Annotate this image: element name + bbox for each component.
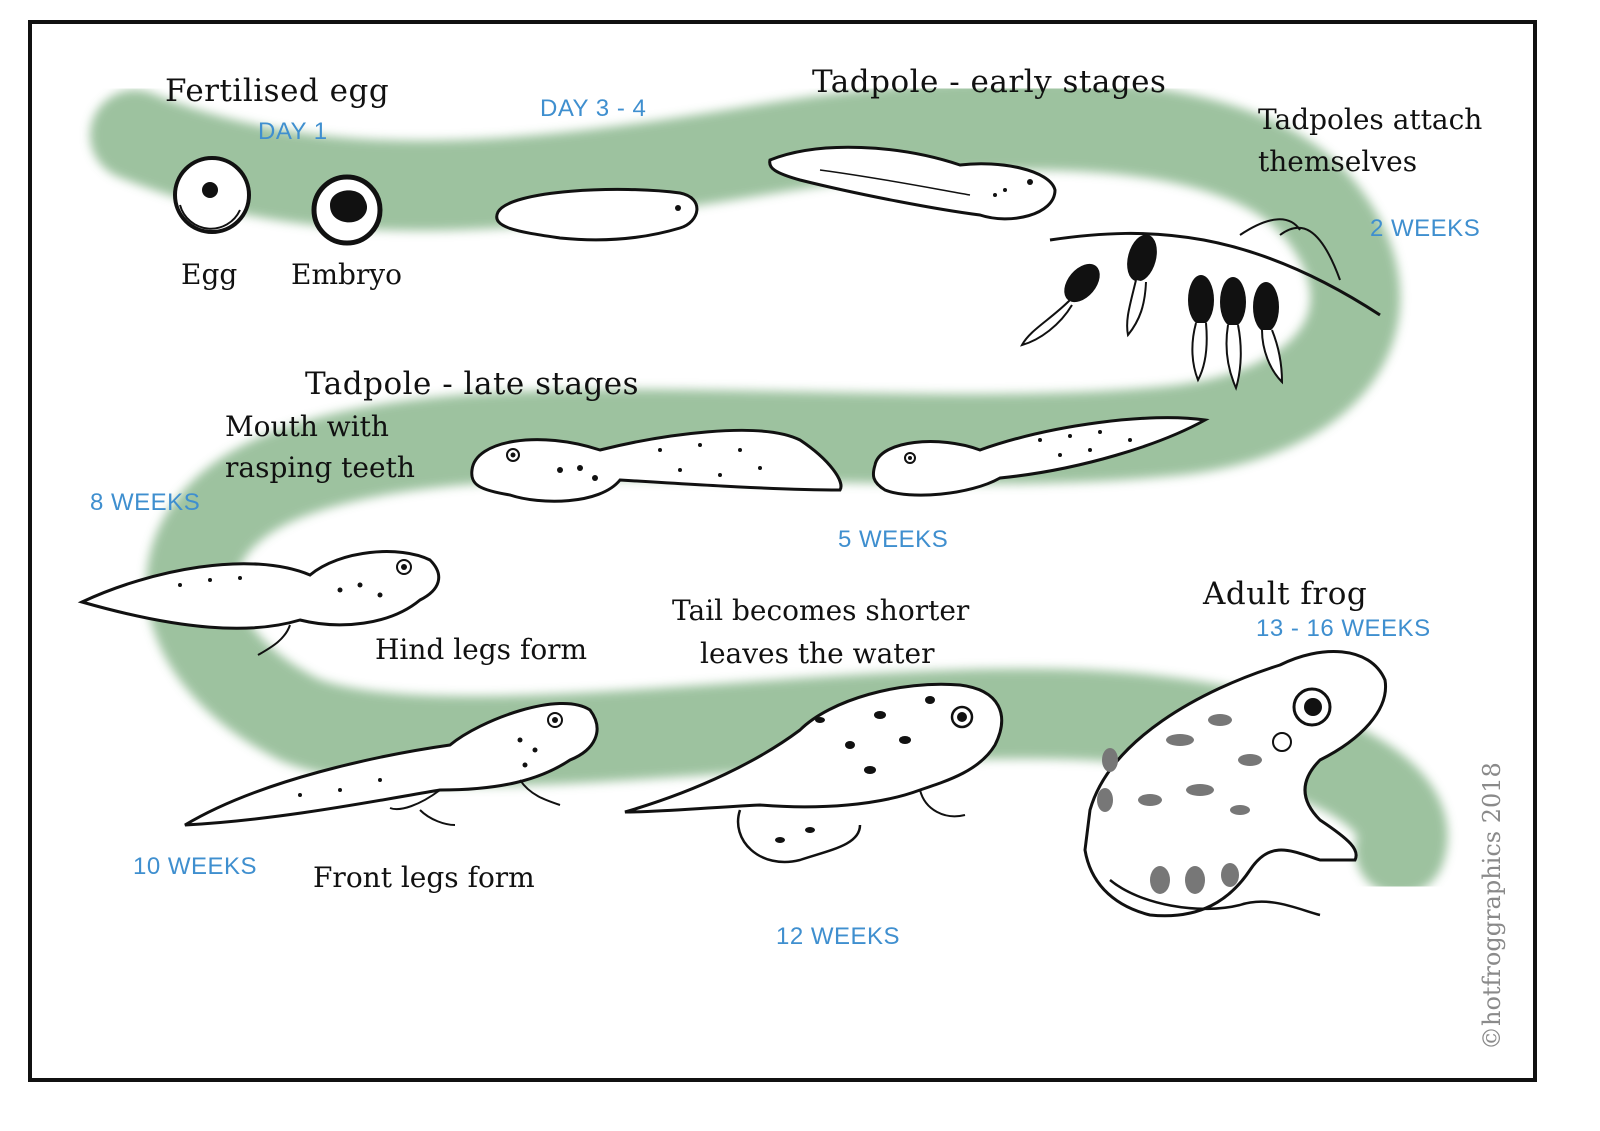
tadpoles-attach-line-2: themselves — [1258, 145, 1418, 178]
ten-weeks-label: 10 WEEKS — [133, 853, 258, 880]
embryo-label: Embryo — [291, 258, 402, 291]
front-legs-label: Front legs form — [313, 861, 535, 894]
five-weeks-label: 5 WEEKS — [838, 526, 949, 553]
day-3-4-label: DAY 3 - 4 — [540, 95, 647, 122]
mouth-line-2: rasping teeth — [225, 451, 415, 484]
twelve-weeks-label: 12 WEEKS — [776, 923, 901, 950]
eight-weeks-label: 8 WEEKS — [90, 489, 201, 516]
attached-tadpoles-illustration — [1020, 218, 1381, 391]
tadpole-early-title: Tadpole - early stages — [812, 64, 1167, 100]
two-weeks-label: 2 WEEKS — [1370, 215, 1481, 242]
tadpoles-attach-line-1: Tadpoles attach — [1258, 103, 1483, 136]
tail-shorter-line-1: Tail becomes shorter — [672, 594, 970, 627]
hind-legs-label: Hind legs form — [375, 633, 588, 666]
twelve-week-froglet-illustration — [624, 682, 1004, 864]
embryo-illustration — [311, 174, 383, 246]
egg-illustration — [173, 156, 251, 234]
hind-legs-tadpole-illustration — [77, 550, 441, 656]
adult-frog-title: Adult frog — [1203, 576, 1368, 612]
tail-shorter-line-2: leaves the water — [700, 637, 935, 670]
copyright-notice: ©hotfroggraphics 2018 — [1478, 762, 1506, 1050]
day-1-label: DAY 1 — [258, 118, 328, 145]
tadpole-five-weeks-illustration — [871, 416, 1210, 497]
thirteen-sixteen-weeks-label: 13 - 16 WEEKS — [1256, 615, 1431, 642]
egg-label: Egg — [181, 258, 238, 291]
front-legs-froglet-illustration — [184, 701, 599, 827]
tadpole-late-title: Tadpole - late stages — [305, 366, 640, 402]
adult-frog-illustration — [1083, 650, 1388, 918]
tadpole-two-weeks-illustration — [768, 145, 1057, 221]
early-tadpole-illustration — [495, 187, 699, 242]
fertilised-egg-title: Fertilised egg — [165, 73, 390, 109]
mouth-line-1: Mouth with — [225, 410, 389, 443]
tadpole-late-stage-illustration — [470, 428, 843, 503]
